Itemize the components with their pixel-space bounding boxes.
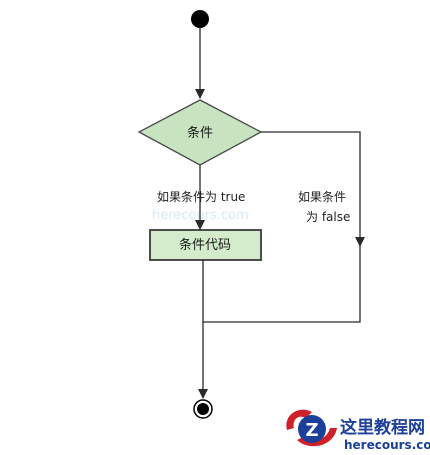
conditional-code-box — [149, 229, 262, 261]
start-node — [191, 10, 209, 28]
false-branch-label-line1: 如果条件 — [298, 189, 346, 204]
edge-false-branch-return — [203, 246, 361, 323]
edge-false-branch — [261, 131, 365, 247]
brand-url: herecours.com — [344, 438, 430, 452]
conditional-code-label: 条件代码 — [179, 237, 231, 253]
brand-logo-icon: Z — [286, 409, 337, 447]
false-branch-label-line2: 为 false — [306, 210, 350, 224]
end-node-inner — [197, 403, 209, 415]
svg-text:Z: Z — [305, 420, 318, 441]
condition-label: 条件 — [187, 125, 213, 141]
true-branch-label: 如果条件为 true — [157, 189, 245, 204]
brand-name: 这里教程网 — [340, 417, 425, 438]
brand-watermark: Z 这里教程网 herecours.com — [286, 409, 430, 452]
